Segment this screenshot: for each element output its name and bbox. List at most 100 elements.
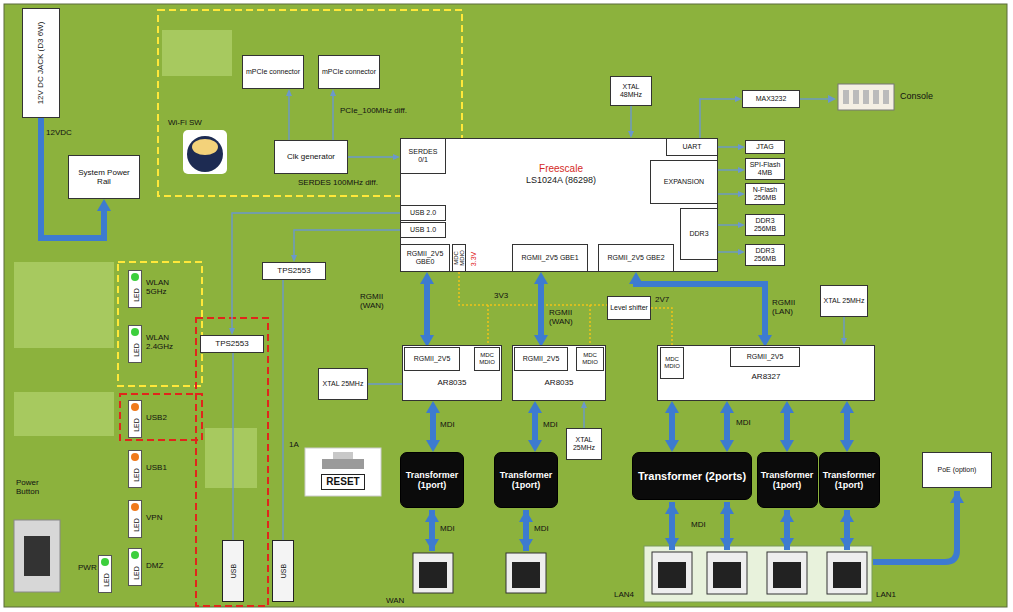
component-box: SERDES 0/1 <box>400 138 446 174</box>
text-holder: XTAL 25MHz <box>319 380 367 388</box>
node-text: Transformer (1port) <box>760 470 815 491</box>
node-text: LED <box>132 468 139 482</box>
power-jack: 12V DC JACK (D3 6W) <box>22 8 60 118</box>
phy-chip: AR8035RGMII_2V5MDC MDIO <box>512 345 606 401</box>
node-text: DDR3 <box>683 230 715 238</box>
led-light <box>131 403 139 411</box>
component-box: MDC MDIO <box>452 244 466 272</box>
node-text: LS1024A (86298) <box>481 175 641 185</box>
component-box: PoE (option) <box>922 452 992 488</box>
text-holder: LED <box>129 412 141 437</box>
connector <box>628 106 634 138</box>
mdi-arrow <box>844 510 850 550</box>
arrow-head <box>581 401 587 408</box>
mdio-wire <box>651 308 672 347</box>
text-holder: Transformer (1port) <box>758 470 817 491</box>
label-holder: 3.3V <box>468 246 480 272</box>
node-text: MDC MDIO <box>579 352 601 366</box>
usb-connector: USB <box>222 540 244 602</box>
text-holder: RGMII_2V5 GBE1 <box>513 254 587 262</box>
node-text: RESET <box>321 474 364 490</box>
component-box: RGMII_2V5 <box>404 347 460 371</box>
mdi-arrow <box>523 510 529 551</box>
text-holder: LED <box>129 337 141 362</box>
connector <box>700 96 742 138</box>
node-text: XTAL 48MHz <box>613 83 649 99</box>
led-light <box>131 453 139 461</box>
node-text: RGMII_2V5 <box>733 353 797 361</box>
led-indicator: LED <box>98 555 112 593</box>
text-label: DMZ <box>146 561 163 570</box>
node-text: EXPANSION <box>653 178 715 186</box>
text-holder: MDC MDIO <box>661 356 683 370</box>
rj45-opening <box>833 562 861 588</box>
arrow-head <box>628 131 634 138</box>
component-box: MAX3232 <box>742 90 800 108</box>
lan-jack-frame <box>644 546 872 602</box>
component-box: MDC MDIO <box>660 347 684 379</box>
mdi-arrow <box>669 502 675 550</box>
reset-body <box>322 459 364 469</box>
rj45-opening <box>773 562 801 588</box>
component-box: DDR3 <box>680 208 718 260</box>
wifi-button-cap <box>192 139 218 155</box>
connector-line <box>532 412 538 441</box>
rj45-jack <box>767 552 807 594</box>
node-text: LED <box>132 288 139 302</box>
node-text: Freescale <box>481 163 641 175</box>
text-holder: USB <box>223 541 243 601</box>
node-text: Level shifter <box>610 304 648 312</box>
rj45-opening <box>658 562 686 588</box>
led-light <box>131 273 139 281</box>
arrow-head <box>534 272 548 284</box>
led-indicator: LED <box>128 500 142 538</box>
node-text: JTAG <box>748 143 782 151</box>
arrow-head <box>528 440 542 452</box>
reset-button: RESET <box>305 448 381 496</box>
node-text: AR8035 <box>513 378 605 387</box>
text-holder: USB 2.0 <box>401 209 445 217</box>
connector-line <box>368 383 402 384</box>
text-holder: 12V DC JACK (D3 6W) <box>23 9 59 117</box>
text-holder: AR8035 <box>403 378 501 387</box>
text-holder: DDR3 256MB <box>746 217 784 233</box>
node-text: LED <box>132 566 139 580</box>
connector <box>291 230 400 262</box>
text-holder: MAX3232 <box>743 95 799 103</box>
arrow-head <box>229 328 235 335</box>
rj45-jack <box>827 552 867 594</box>
mdi-arrow <box>724 502 730 550</box>
node-text: XTAL 25MHz <box>569 436 599 452</box>
component-box: DDR3 256MB <box>745 244 785 266</box>
text-label: 1A <box>289 440 299 449</box>
board-patch <box>14 262 114 348</box>
connector <box>718 144 745 150</box>
connector-line <box>232 353 233 540</box>
connector-pin <box>863 90 869 104</box>
node-text: LED <box>132 343 139 357</box>
arrow-head <box>738 191 745 197</box>
text-holder: EXPANSION <box>651 178 717 186</box>
connector <box>840 401 854 452</box>
connector-line <box>538 283 544 336</box>
node-text: LED <box>102 573 109 587</box>
board-patch <box>205 428 257 488</box>
text-holder: USB <box>273 541 293 601</box>
connector <box>426 401 440 452</box>
switch-chip: AR8327MDC MDIORGMII_2V5 <box>657 345 875 401</box>
arrow-head <box>738 167 745 173</box>
connector-line <box>288 95 289 140</box>
text-holder: AR8035 <box>513 378 605 387</box>
node-text: LED <box>132 418 139 432</box>
connector-line <box>718 169 739 170</box>
poe-arrow <box>873 491 957 562</box>
node-text: USB <box>230 564 237 578</box>
component-box: MDC MDIO <box>576 347 604 371</box>
text-holder: TPS2553 <box>201 339 263 348</box>
text-holder: LED <box>129 512 141 537</box>
connector-line <box>332 95 333 140</box>
board-patch <box>162 30 232 76</box>
connector-line <box>630 106 631 132</box>
text-label: WLAN 5GHz <box>146 278 188 296</box>
